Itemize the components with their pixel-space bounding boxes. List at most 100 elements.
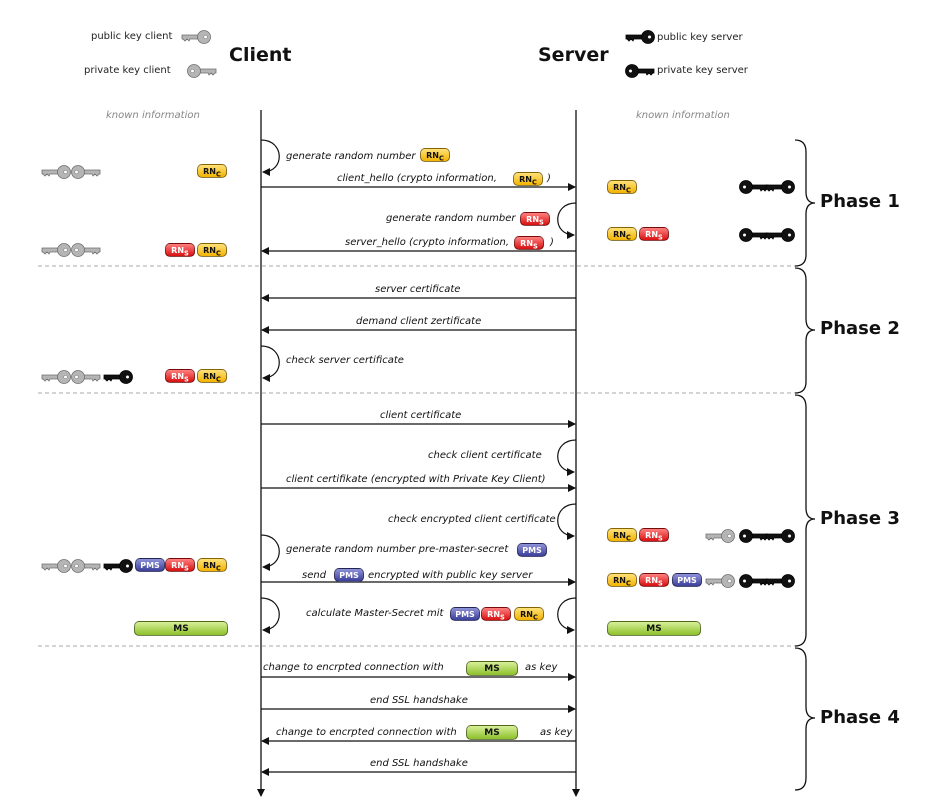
msg-end-ssl-1: end SSL handshake bbox=[370, 695, 468, 706]
phase-separators bbox=[38, 265, 795, 647]
public-key-client-icon bbox=[41, 559, 71, 573]
msg-change-enc-2b: as key bbox=[540, 727, 573, 738]
msg-server-hello-b: ) bbox=[550, 237, 554, 248]
phase-4-label: Phase 4 bbox=[820, 707, 900, 728]
loop-calc-ms-client bbox=[260, 597, 280, 634]
token-rnc: RNC bbox=[197, 164, 227, 179]
public-key-client-icon bbox=[705, 529, 735, 543]
msg-change-enc-1b: as key bbox=[525, 662, 558, 673]
phase-2-label: Phase 2 bbox=[820, 318, 900, 339]
phase-1-label: Phase 1 bbox=[820, 191, 900, 212]
loop-check-encrypted-cert bbox=[557, 503, 577, 540]
token-ms: MS bbox=[466, 661, 518, 676]
msg-send-b: encrypted with public key server bbox=[368, 570, 533, 581]
public-key-server-icon bbox=[103, 559, 133, 573]
token-rns: RNS bbox=[639, 528, 669, 543]
public-key-server-icon bbox=[765, 180, 795, 194]
msg-client-cert-encrypted: client certifikate (encrypted with Priva… bbox=[286, 474, 546, 485]
loop-check-server-cert bbox=[260, 345, 280, 382]
token-rns: RNS bbox=[165, 243, 195, 258]
token-rnc: RNC bbox=[607, 573, 637, 588]
token-pms: PMS bbox=[450, 607, 480, 621]
token-rns: RNS bbox=[481, 607, 511, 622]
known-information-server: known information bbox=[636, 110, 730, 121]
self-loops bbox=[260, 139, 577, 634]
private-key-client-icon bbox=[71, 559, 101, 573]
msg-demand-client-cert: demand client zertificate bbox=[356, 316, 482, 327]
msg-gen-rn-server: generate random number bbox=[386, 213, 516, 224]
client-title: Client bbox=[229, 44, 292, 66]
token-rns: RNS bbox=[639, 573, 669, 588]
msg-check-client-cert: check client certificate bbox=[428, 450, 542, 461]
public-key-server-icon bbox=[103, 370, 133, 384]
brace-phase-3 bbox=[794, 394, 816, 647]
phase-3-label: Phase 3 bbox=[820, 508, 900, 529]
token-rns: RNS bbox=[514, 236, 544, 251]
msg-server-certificate: server certificate bbox=[375, 284, 461, 295]
msg-calc-ms: calculate Master-Secret mit bbox=[306, 608, 444, 619]
loop-gen-rn-client bbox=[260, 139, 280, 176]
token-rns: RNS bbox=[165, 369, 195, 384]
public-key-client-icon bbox=[41, 370, 71, 384]
token-rnc: RNC bbox=[607, 227, 637, 242]
public-key-server-icon bbox=[765, 574, 795, 588]
msg-change-enc-1a: change to encrpted connection with bbox=[263, 662, 444, 673]
token-rnc: RNC bbox=[420, 148, 450, 163]
token-rnc: RNC bbox=[607, 180, 637, 195]
token-pms: PMS bbox=[334, 568, 364, 582]
legend-public-key-server: public key server bbox=[657, 32, 743, 43]
brace-phase-2 bbox=[794, 267, 816, 394]
token-rnc: RNC bbox=[513, 172, 543, 187]
brace-phase-1 bbox=[794, 139, 816, 267]
token-rnc: RNC bbox=[514, 607, 544, 622]
public-key-server-icon bbox=[765, 228, 795, 242]
loop-check-client-cert bbox=[557, 439, 577, 476]
msg-server-hello-a: server_hello (crypto information, bbox=[345, 237, 510, 248]
private-key-client-icon bbox=[71, 243, 101, 257]
token-pms: PMS bbox=[135, 558, 165, 572]
token-rnc: RNC bbox=[607, 528, 637, 543]
token-rnc: RNC bbox=[197, 558, 227, 573]
message-arrows bbox=[261, 183, 576, 776]
token-pms: PMS bbox=[672, 573, 702, 587]
msg-check-server-cert: check server certificate bbox=[286, 355, 404, 366]
loop-calc-ms-server bbox=[557, 597, 577, 634]
legend-public-key-client: public key client bbox=[91, 31, 173, 42]
msg-client-hello-a: client_hello (crypto information, bbox=[337, 173, 497, 184]
msg-check-encrypted-cert: check encrypted client certificate bbox=[388, 514, 556, 525]
token-rnc: RNC bbox=[197, 243, 227, 258]
token-rns: RNS bbox=[639, 227, 669, 242]
token-rns: RNS bbox=[520, 212, 550, 227]
token-ms: MS bbox=[466, 725, 518, 740]
private-key-client-icon bbox=[71, 165, 101, 179]
phase-braces bbox=[794, 139, 816, 791]
brace-phase-4 bbox=[794, 647, 816, 791]
token-rnc: RNC bbox=[197, 369, 227, 384]
loop-gen-pms bbox=[260, 534, 280, 571]
msg-gen-rn-client: generate random number bbox=[286, 151, 416, 162]
token-ms: MS bbox=[134, 621, 228, 636]
public-key-client-icon bbox=[41, 243, 71, 257]
public-key-client-icon bbox=[705, 574, 735, 588]
msg-gen-pms: generate random number pre-master-secret bbox=[286, 544, 509, 555]
public-key-client-icon bbox=[41, 165, 71, 179]
public-key-client-icon bbox=[181, 30, 211, 44]
public-key-server-icon bbox=[625, 30, 655, 44]
token-ms: MS bbox=[607, 621, 701, 636]
msg-client-hello-b: ) bbox=[547, 173, 551, 184]
private-key-client-icon bbox=[187, 64, 217, 78]
token-pms: PMS bbox=[517, 543, 547, 557]
server-title: Server bbox=[538, 44, 609, 66]
known-information-client: known information bbox=[106, 110, 200, 121]
legend-private-key-server: private key server bbox=[657, 65, 748, 76]
token-rns: RNS bbox=[165, 558, 195, 573]
private-key-server-icon bbox=[739, 529, 769, 543]
private-key-server-icon bbox=[625, 64, 655, 78]
msg-send-a: send bbox=[302, 570, 327, 581]
msg-change-enc-2a: change to encrpted connection with bbox=[276, 727, 457, 738]
private-key-server-icon bbox=[739, 180, 769, 194]
loop-gen-rn-server bbox=[557, 202, 577, 239]
private-key-server-icon bbox=[739, 228, 769, 242]
